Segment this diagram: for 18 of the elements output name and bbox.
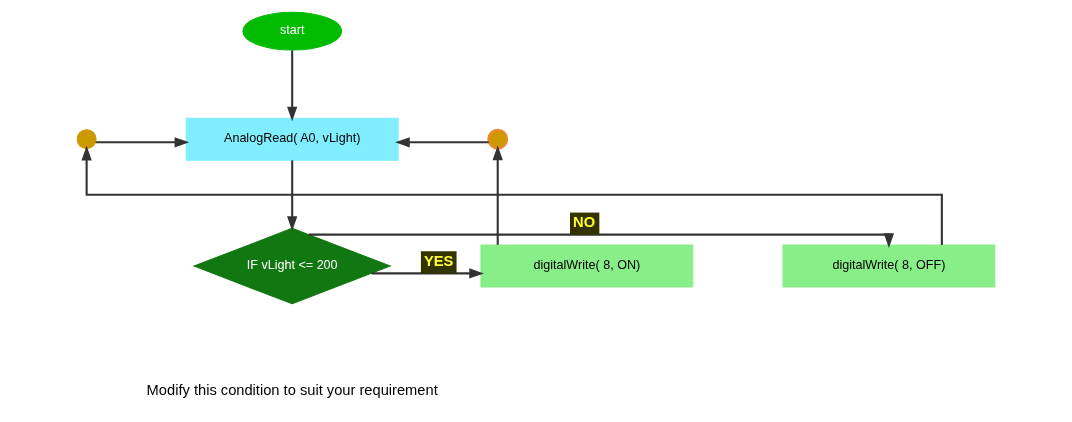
node-circle [76,129,97,150]
node-box: AnalogRead( A0, vLight) [185,117,399,161]
arrow [492,145,503,245]
node-ellipse: start [242,11,342,51]
arrow [95,137,190,148]
arrow [287,50,298,122]
edge-label: NO [573,213,596,230]
label: Modify this condition to suit your requirement [146,381,438,398]
arrow [81,145,943,246]
arrow [371,268,484,279]
node-box: digitalWrite( 8, ON) [480,244,694,288]
arrow [308,233,895,249]
edge-label: YES [424,252,454,269]
node-diamond: IF vLight <= 200 [192,227,392,305]
node-box: digitalWrite( 8, OFF) [782,244,996,288]
arrow [287,160,298,231]
arrow [395,137,489,148]
node-circle [487,128,509,150]
